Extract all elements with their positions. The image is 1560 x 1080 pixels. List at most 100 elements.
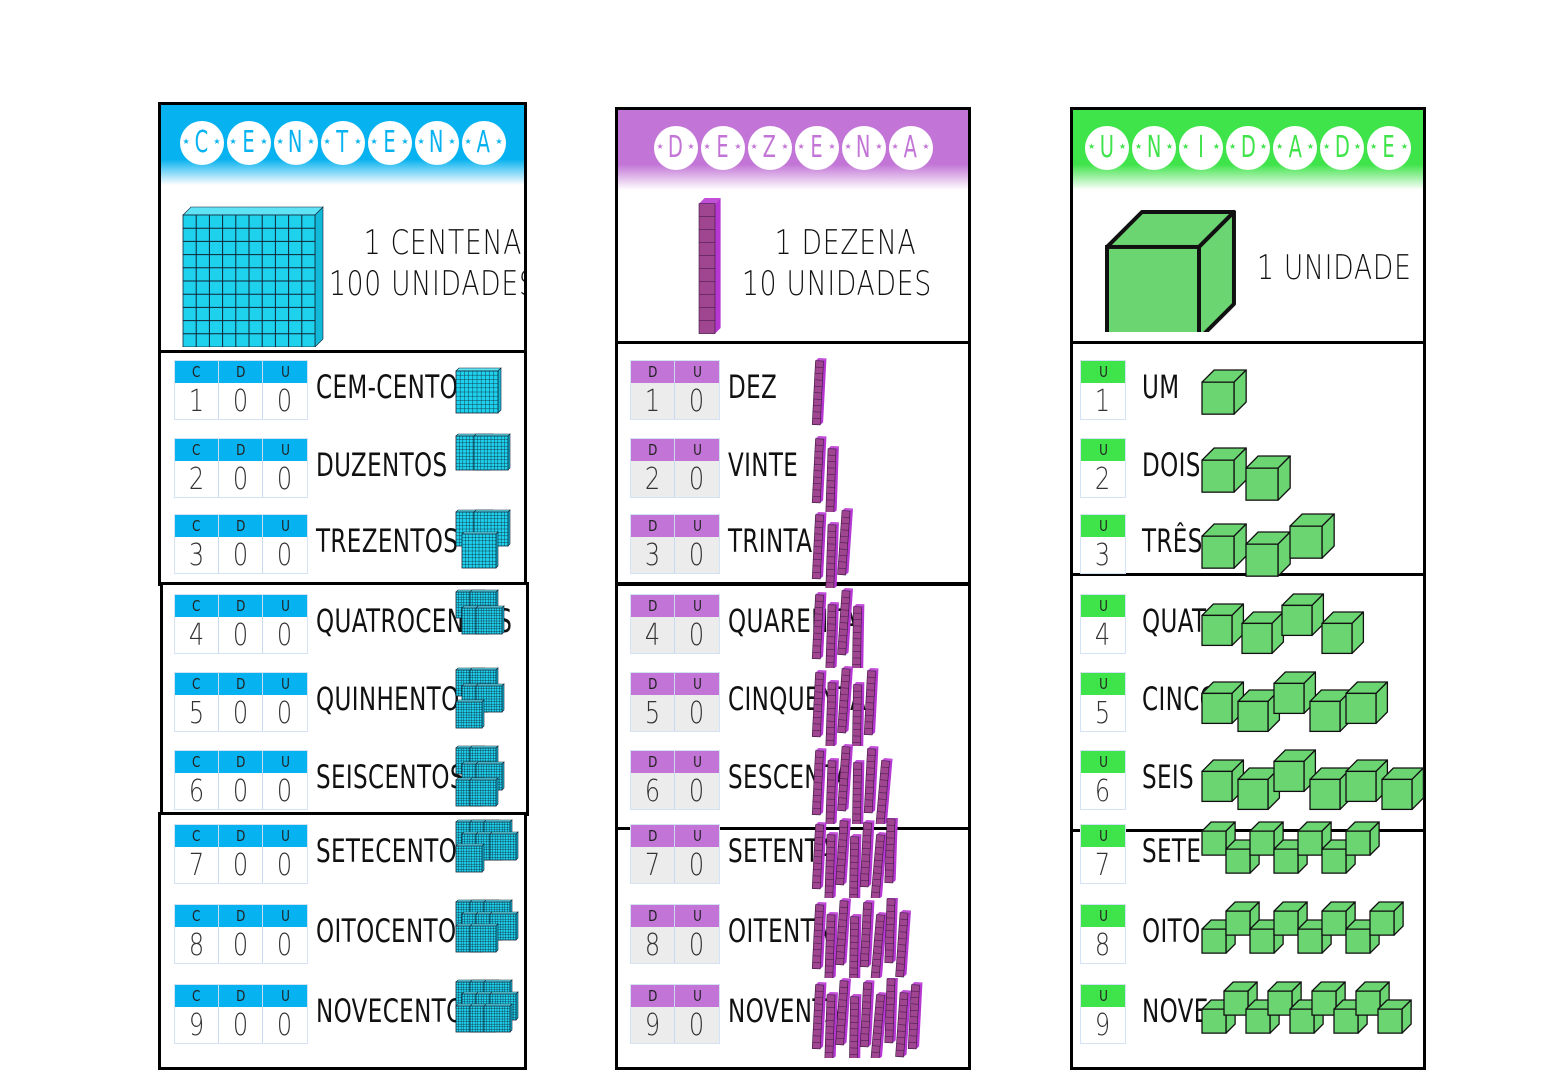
unidade-blocks [1201, 821, 1380, 874]
star-icon: ★ [1400, 142, 1408, 151]
place-digit: 5 [1095, 695, 1111, 731]
star-icon: ★ [828, 142, 836, 151]
title-letter-badge: ★D★ [653, 126, 698, 170]
ten-rod [859, 979, 875, 1048]
place-digit: 0 [689, 927, 705, 963]
place-header: U [280, 753, 290, 771]
title-letter-badge: ★A★ [1273, 126, 1317, 170]
place-digit: 0 [689, 537, 705, 573]
ten-rod [852, 759, 865, 824]
ten-rod [811, 357, 827, 426]
unit-cube [1289, 513, 1335, 559]
hundred-flat [461, 531, 499, 569]
ten-rod [811, 901, 827, 970]
ten-rod [870, 992, 888, 1058]
place-digit: 7 [1095, 847, 1111, 883]
number-word: SEIS [1142, 758, 1195, 796]
centena-blocks [455, 979, 519, 1033]
place-digit: 0 [232, 537, 249, 573]
place-header: U [280, 517, 290, 535]
place-header: U [1098, 753, 1108, 771]
place-digit: 0 [689, 461, 705, 497]
place-header: D [235, 827, 246, 845]
place-digit: 2 [644, 461, 661, 497]
ten-rod [859, 899, 875, 968]
unit-cube [1201, 759, 1245, 803]
place-header: D [647, 907, 658, 925]
star-icon: ★ [417, 137, 425, 146]
ten-rod [849, 913, 862, 978]
unit-cube [1201, 447, 1247, 493]
number-word: DUZENTOS [316, 446, 448, 484]
ten-rod [825, 679, 839, 746]
place-header: C [192, 597, 201, 615]
place-digit: 6 [188, 773, 205, 809]
unit-cube [1281, 593, 1325, 637]
unit-cube [1345, 759, 1389, 803]
place-digit: 8 [188, 927, 205, 963]
title-letter-badge: ★E★ [700, 126, 745, 170]
hundred-flat [182, 206, 324, 347]
title-letter-badge: ★E★ [1367, 126, 1411, 170]
star-icon: ★ [1118, 142, 1126, 151]
place-header: U [1098, 675, 1108, 693]
place-header: U [1098, 597, 1108, 615]
unit-cube [1201, 681, 1245, 725]
place-digit: 0 [689, 383, 705, 419]
place-digit: 0 [232, 847, 249, 883]
place-digit: 0 [232, 695, 249, 731]
hundred-flat [473, 433, 511, 471]
place-digit: 0 [277, 773, 293, 809]
ten-rod [835, 978, 852, 1046]
title-letter: D [1334, 130, 1350, 165]
star-icon: ★ [370, 137, 378, 146]
star-icon: ★ [797, 142, 805, 151]
ten-rod [837, 588, 854, 656]
place-header: U [692, 827, 702, 845]
place-header: U [1098, 363, 1108, 381]
place-header: D [647, 675, 658, 693]
unit-cube [1309, 767, 1353, 811]
place-header: U [692, 441, 702, 459]
ten-rod [835, 898, 852, 966]
unit-cube [1245, 455, 1291, 501]
place-digit: 0 [277, 695, 293, 731]
title-letter-badge: ★T★ [320, 121, 365, 165]
title-letter-badge: ★E★ [794, 126, 839, 170]
place-header: U [692, 907, 702, 925]
place-header: U [280, 827, 290, 845]
title-letter-badge: ★C★ [179, 121, 224, 165]
ten-rod [824, 911, 838, 978]
place-digit: 8 [1095, 927, 1111, 963]
ten-rod [849, 833, 862, 898]
number-word: DEZ [728, 368, 778, 406]
centena-blocks [455, 433, 511, 471]
place-digit: 4 [188, 617, 205, 653]
place-digit: 0 [689, 773, 705, 809]
number-word: OITOCENTOS [316, 912, 472, 950]
star-icon: ★ [1182, 142, 1190, 151]
ten-rod [824, 991, 838, 1058]
unidade-hero-line1: 1 UNIDADE [1257, 248, 1412, 288]
place-header: U [1098, 441, 1108, 459]
title-letter-badge: ★N★ [841, 126, 886, 170]
title-letter: T [336, 125, 349, 160]
unit-cube [1237, 767, 1281, 811]
